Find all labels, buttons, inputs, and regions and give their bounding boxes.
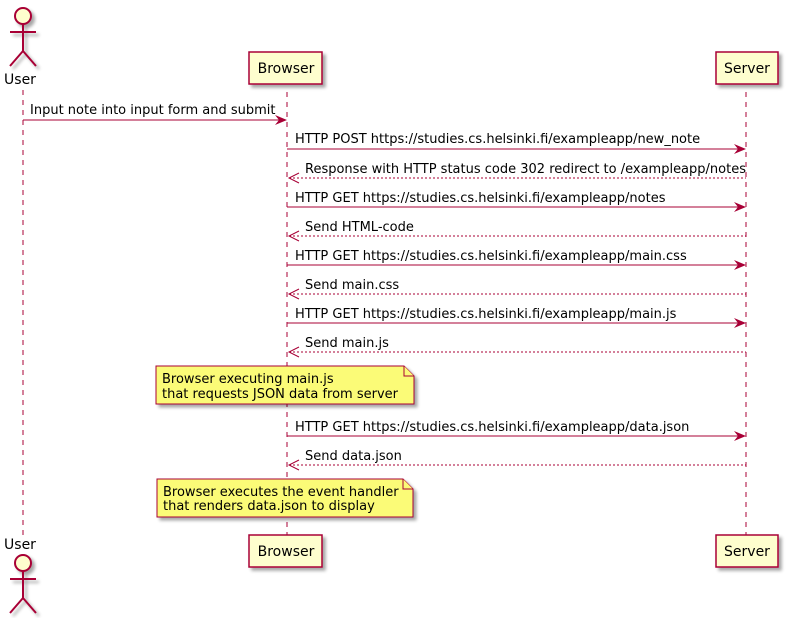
message-10: HTTP GET https://studies.cs.helsinki.fi/… bbox=[287, 420, 746, 441]
note-line: Browser executing main.js bbox=[162, 372, 334, 387]
note-fold-icon bbox=[403, 366, 414, 377]
arrowhead-icon bbox=[734, 318, 746, 328]
message-label: Send main.css bbox=[305, 278, 399, 293]
note-fold-icon bbox=[402, 479, 413, 490]
note-2: Browser executes the event handler that … bbox=[156, 478, 414, 518]
open-arrowhead-icon bbox=[287, 459, 300, 471]
participant-server-bottom: Server bbox=[715, 534, 779, 568]
actor-figure-icon bbox=[9, 554, 37, 614]
message-label: Response with HTTP status code 302 redir… bbox=[305, 162, 746, 177]
note-line: Browser executes the event handler bbox=[163, 485, 399, 500]
message-label: Send main.js bbox=[305, 336, 389, 351]
participant-label: User bbox=[4, 537, 36, 553]
message-label: HTTP GET https://studies.cs.helsinki.fi/… bbox=[295, 420, 689, 435]
messages: Input note into input form and submit HT… bbox=[23, 103, 746, 471]
message-1: Input note into input form and submit bbox=[23, 103, 287, 125]
note-line: that requests JSON data from server bbox=[162, 387, 399, 402]
participant-server-top: Server bbox=[715, 51, 779, 85]
message-label: Send data.json bbox=[305, 449, 402, 464]
participant-label: Server bbox=[724, 544, 770, 560]
open-arrowhead-icon bbox=[287, 172, 300, 184]
message-9: Send main.js bbox=[287, 336, 746, 358]
message-5: Send HTML-code bbox=[287, 220, 746, 242]
message-label: HTTP GET https://studies.cs.helsinki.fi/… bbox=[295, 307, 677, 322]
arrowhead-icon bbox=[734, 202, 746, 212]
message-label: HTTP GET https://studies.cs.helsinki.fi/… bbox=[295, 191, 666, 206]
message-label: Input note into input form and submit bbox=[30, 103, 276, 118]
participant-browser-bottom: Browser bbox=[248, 534, 323, 568]
message-7: Send main.css bbox=[287, 278, 746, 300]
participant-label: Browser bbox=[258, 544, 315, 560]
message-6: HTTP GET https://studies.cs.helsinki.fi/… bbox=[287, 249, 746, 270]
message-label: HTTP POST https://studies.cs.helsinki.fi… bbox=[295, 132, 700, 147]
note-line: that renders data.json to display bbox=[163, 499, 375, 514]
participant-label: Browser bbox=[258, 61, 315, 77]
actor-user-top: User bbox=[4, 7, 37, 88]
arrowhead-icon bbox=[275, 115, 287, 125]
open-arrowhead-icon bbox=[287, 346, 300, 358]
message-8: HTTP GET https://studies.cs.helsinki.fi/… bbox=[287, 307, 746, 328]
actor-figure-icon bbox=[9, 7, 37, 67]
arrowhead-icon bbox=[734, 260, 746, 270]
actor-user-bottom: User bbox=[4, 537, 37, 614]
participant-label: User bbox=[4, 72, 36, 88]
participant-label: Server bbox=[724, 61, 770, 77]
open-arrowhead-icon bbox=[287, 288, 300, 300]
participant-browser-top: Browser bbox=[248, 51, 323, 85]
arrowhead-icon bbox=[734, 144, 746, 154]
lifelines bbox=[22, 90, 747, 538]
message-3: Response with HTTP status code 302 redir… bbox=[287, 162, 746, 184]
message-2: HTTP POST https://studies.cs.helsinki.fi… bbox=[287, 132, 746, 154]
arrowhead-icon bbox=[734, 431, 746, 441]
message-11: Send data.json bbox=[287, 449, 746, 471]
message-label: HTTP GET https://studies.cs.helsinki.fi/… bbox=[295, 249, 687, 264]
message-label: Send HTML-code bbox=[305, 220, 414, 235]
note-1: Browser executing main.js that requests … bbox=[155, 365, 415, 405]
open-arrowhead-icon bbox=[287, 230, 300, 242]
message-4: HTTP GET https://studies.cs.helsinki.fi/… bbox=[287, 191, 746, 212]
